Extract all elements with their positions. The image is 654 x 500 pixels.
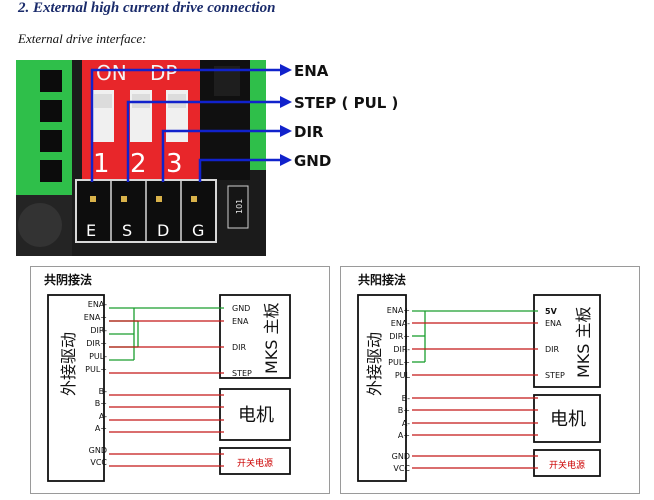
- callout-dir-label: DIR: [294, 123, 324, 141]
- motor-pin-label: A+: [398, 431, 410, 440]
- callout-ena-label: ENA: [294, 62, 329, 80]
- diagram-title: 共阳接法: [358, 272, 406, 287]
- motor-block: [219, 388, 291, 441]
- driver-pin-label: PUL-: [89, 352, 107, 361]
- callout-arrowheads: [280, 64, 292, 166]
- driver-pin-label: DIR-: [90, 326, 107, 335]
- callout-lines: [90, 68, 282, 182]
- motor-label: 电机: [238, 405, 274, 426]
- board-pin-label: STEP: [545, 371, 565, 380]
- driver-pin-label: ENA+: [387, 306, 410, 315]
- callout-line-dir: [161, 129, 282, 182]
- power-label: 开关电源: [549, 459, 585, 471]
- board-block: [533, 294, 601, 388]
- driver-label: 外接驱动: [59, 332, 78, 396]
- callout-line-gnd: [198, 158, 282, 182]
- motor-pin-label: A-: [402, 419, 410, 428]
- board-pin-label: DIR: [545, 345, 560, 354]
- callout-line-ena: [90, 68, 282, 182]
- switch-number-3: 3: [166, 149, 183, 179]
- motor-block: [533, 394, 601, 443]
- chip-marking: 101: [235, 199, 244, 214]
- green-wires: [412, 310, 538, 363]
- power-block: [533, 449, 601, 477]
- motor-pin-label: A-: [99, 412, 107, 421]
- power-pin-label: VCC: [393, 464, 410, 473]
- power-pin-label: GND: [392, 452, 410, 461]
- dip-on-mark: ON: [96, 61, 127, 85]
- motor-pin-label: A+: [95, 424, 107, 433]
- red-wires: [109, 320, 224, 467]
- driver-pin-label: DIR+: [389, 332, 410, 341]
- motor-label: 电机: [550, 409, 586, 430]
- motor-pin-label: B+: [95, 399, 107, 408]
- pin-letter-s: S: [122, 221, 132, 240]
- board-pin-label: ENA: [232, 317, 249, 326]
- driver-pin-label: PUL: [395, 371, 411, 380]
- board-pin-label: STEP: [232, 369, 252, 378]
- driver-block: [357, 294, 407, 482]
- driver-pin-label: ENA+: [84, 313, 107, 322]
- diagram-title: 共阴接法: [44, 272, 92, 287]
- power-block: [219, 447, 291, 475]
- board-pin-label: DIR: [232, 343, 247, 352]
- driver-label: 外接驱动: [365, 332, 384, 396]
- dip-dp-mark: DP: [150, 61, 177, 85]
- driver-pin-label: DIR+: [86, 339, 107, 348]
- power-pin-label: VCC: [90, 458, 107, 467]
- callout-line-step: [126, 100, 282, 182]
- red-wires: [412, 322, 538, 469]
- board-pin-label: ENA: [545, 319, 562, 328]
- board-photo: ON DP 1 2 3 E S D G 101: [16, 60, 266, 256]
- common-anode-diagram: 共阳接法 外接驱动 MKS 主板 电机 开关电源 ENA+ ENA- DIR+ …: [340, 266, 640, 494]
- pin-letter-g: G: [192, 221, 204, 240]
- section-heading: 2. External high current drive connectio…: [18, 0, 276, 16]
- section-subheading: External drive interface:: [18, 31, 147, 46]
- board-label: MKS 主板: [262, 302, 281, 374]
- driver-pin-label: DIR-: [393, 345, 410, 354]
- motor-pin-label: B-: [402, 394, 410, 403]
- motor-pin-label: B-: [99, 387, 107, 396]
- board-pin-label: 5V: [545, 307, 558, 316]
- power-label: 开关电源: [237, 457, 273, 469]
- callout-gnd-label: GND: [294, 152, 331, 170]
- board-pin-label: GND: [232, 304, 250, 313]
- driver-pin-label: PUL+: [388, 358, 410, 367]
- board-label: MKS 主板: [574, 306, 593, 378]
- board-photo-figure: ON DP 1 2 3 E S D G 101 ENA STE: [16, 60, 398, 256]
- board-block: [219, 294, 291, 379]
- switch-number-1: 1: [93, 149, 110, 179]
- driver-pin-label: ENA-: [88, 300, 107, 309]
- callout-step-label: STEP ( PUL ): [294, 94, 398, 112]
- common-cathode-diagram: 共阴接法 外接驱动 MKS 主板 电机 开关电源 ENA- ENA+ DIR- …: [30, 266, 330, 494]
- pin-letter-e: E: [86, 221, 96, 240]
- motor-pin-label: B+: [398, 406, 410, 415]
- driver-pin-label: PUL+: [85, 365, 107, 374]
- power-pin-label: GND: [89, 446, 107, 455]
- driver-pin-label: ENA-: [391, 319, 410, 328]
- pin-letter-d: D: [157, 221, 169, 240]
- switch-number-2: 2: [130, 149, 147, 179]
- driver-block: [47, 294, 105, 482]
